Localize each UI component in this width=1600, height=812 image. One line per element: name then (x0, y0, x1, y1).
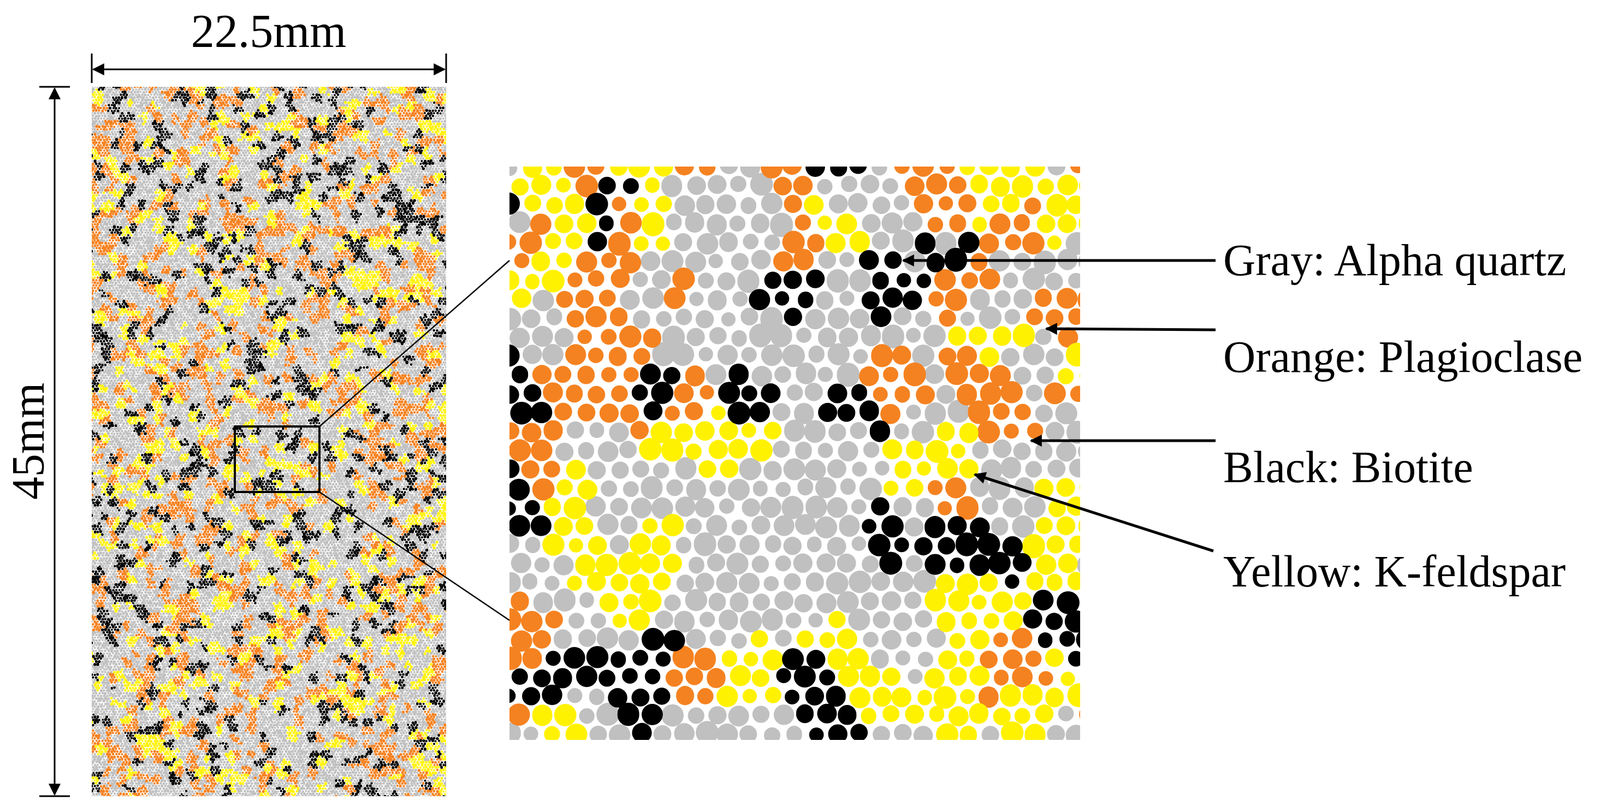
mineral-label: Yellow: K-feldspar (1223, 549, 1566, 595)
biotite-particles (509, 166, 1081, 740)
dimension-label: 22.5mm (191, 7, 347, 55)
kfeldspar-particles (91, 86, 447, 797)
quartz-particles (91, 86, 447, 797)
dimension-line (93, 68, 445, 71)
extension-line (39, 86, 70, 88)
mineral-label: Black: Biotite (1223, 445, 1474, 490)
mineral-label: Orange: Plagioclase (1223, 334, 1583, 380)
leader-arrow (974, 474, 1214, 551)
detail-box (234, 426, 320, 493)
plagioclase-particles (91, 86, 447, 797)
zoom-particles (509, 166, 1081, 740)
zoom-line (319, 260, 510, 427)
mineral-label: Gray: Alpha quartz (1223, 238, 1567, 283)
dimension-label: 45mm (5, 382, 52, 501)
leader-arrow (1046, 328, 1216, 330)
extension-line (91, 53, 93, 84)
leader-arrow (1030, 439, 1216, 443)
leader-arrow (903, 259, 1216, 263)
biotite-particles (91, 86, 447, 797)
dimension-line (54, 88, 56, 795)
specimen-particles (91, 86, 447, 797)
zoom-line (319, 492, 510, 621)
extension-line (445, 53, 448, 84)
extension-line (39, 795, 70, 798)
